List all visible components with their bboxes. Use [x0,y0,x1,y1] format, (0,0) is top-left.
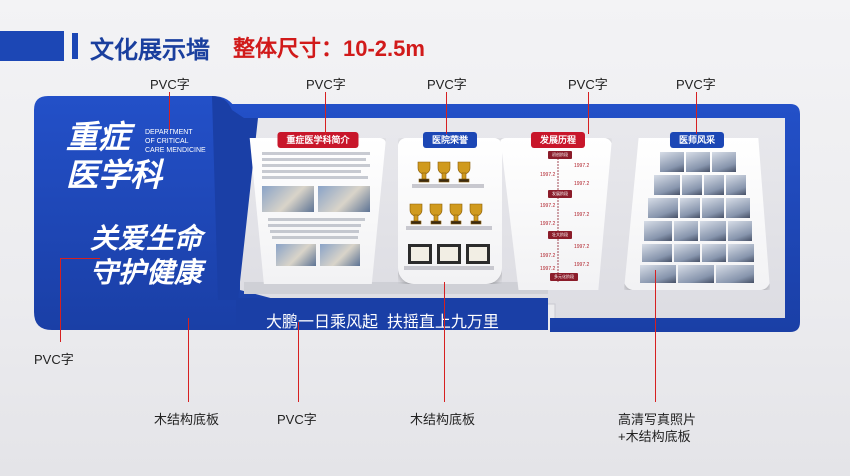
leader-line [696,92,697,134]
motto-band [236,298,548,330]
leader-line [444,282,445,402]
timeline-year: 1997.2 [540,266,556,272]
leader-line [446,92,447,134]
department-title: 重症 医学科 [66,118,163,194]
leader-line [188,318,189,402]
intro-photo-4 [320,244,360,266]
intro-photo-2 [318,186,370,212]
panel-history [500,138,612,290]
pvc-label-4: PVC字 [568,77,608,92]
physician-photo-grid [640,152,756,284]
title-accent-bar [0,31,64,61]
photo-label-line1: 高清写真照片 [618,412,697,427]
title-accent-mark [72,33,78,59]
panel-honors-title: 医院荣誉 [422,132,478,148]
trophy-display [404,161,494,270]
timeline-node-1: 初创阶段 [548,151,572,159]
timeline-node-2: 发展阶段 [548,190,572,198]
leader-line [325,92,326,134]
leader-line [60,258,61,342]
timeline-year: 1997.2 [574,244,590,250]
leader-line [298,322,299,402]
timeline-node-4: 多元化阶段 [550,273,578,281]
timeline-year: 1997.2 [540,221,556,227]
wood-label-1: 木结构底板 [154,412,220,427]
pvc-label-5: PVC字 [676,77,716,92]
department-motto: 大鹏一日乘风起 扶摇直上九万里 [266,314,499,331]
blue-main-block [34,96,548,330]
timeline-year: 1997.2 [540,203,556,209]
timeline-node-3: 壮大阶段 [548,231,572,239]
panel-history-title: 发展历程 [530,132,586,148]
size-note: 整体尺寸：10-2.5m [233,36,425,61]
timeline-year: 1997.2 [574,163,590,169]
leader-line [655,270,656,402]
leader-line [60,258,100,259]
pvc-label-6: PVC字 [34,352,74,367]
intro-photo-1 [262,186,314,212]
timeline-year: 1997.2 [574,212,590,218]
panel-physicians-title: 医师风采 [669,132,725,148]
wood-label-2: 木结构底板 [410,412,476,427]
panel-intro-title: 重症医学科简介 [277,132,359,148]
timeline-year: 1997.2 [540,253,556,259]
intro-text-block [262,152,370,272]
intro-photo-3 [276,244,316,266]
department-english: DEPARTMENT OF CRITICAL CARE MENDICINE [145,129,206,154]
leader-line [169,92,170,130]
timeline-year: 1997.2 [540,172,556,178]
pvc-label-3: PVC字 [427,77,467,92]
page-title: 文化展示墙 [90,37,210,64]
timeline-graphic [557,152,559,282]
pvc-label-7: PVC字 [277,412,317,427]
timeline-year: 1997.2 [574,262,590,268]
pvc-label-2: PVC字 [306,77,346,92]
department-slogan: 关爱生命 守护健康 [90,222,203,289]
leader-line [588,92,589,134]
pvc-label-1: PVC字 [150,77,190,92]
photo-label-line2: +木结构底板 [618,429,691,444]
timeline-year: 1997.2 [574,181,590,187]
